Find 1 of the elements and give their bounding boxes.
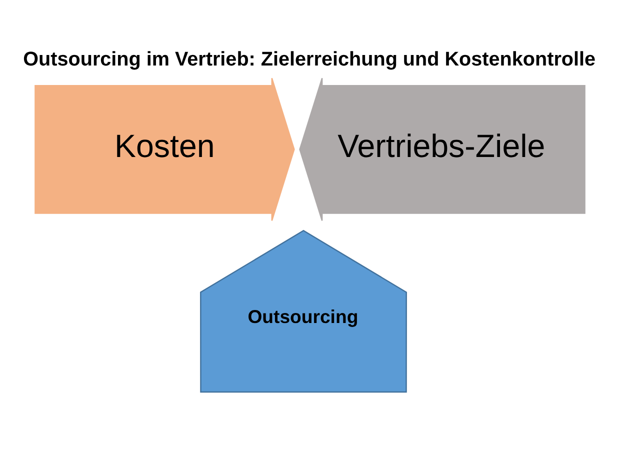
diagram-title: Outsourcing im Vertrieb: Zielerreichung und Kostenkontrolle	[23, 48, 596, 71]
